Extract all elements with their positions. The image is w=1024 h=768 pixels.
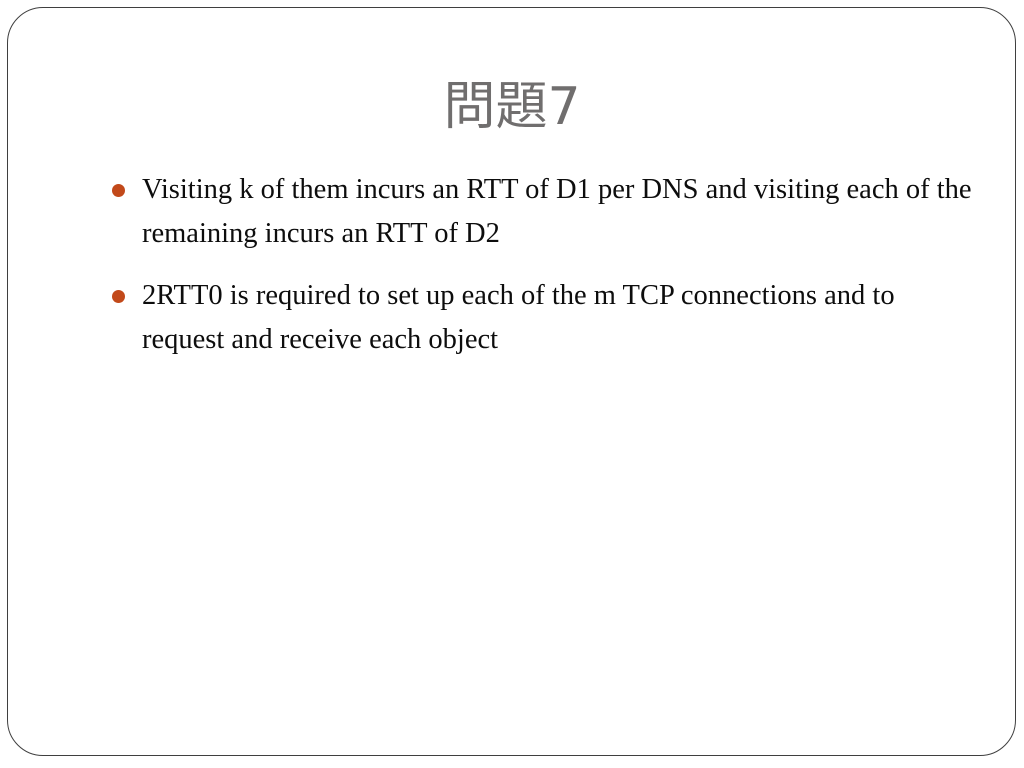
filled-circle-bullet-icon bbox=[112, 184, 125, 197]
list-item-label: 2RTT0 is required to set up each of the … bbox=[142, 280, 895, 355]
list-item-label: Visiting k of them incurs an RTT of D1 p… bbox=[142, 174, 972, 249]
page-title: 問題7 bbox=[443, 77, 581, 137]
filled-circle-bullet-icon bbox=[112, 290, 125, 303]
list-item: Visiting k of them incurs an RTT of D1 p… bbox=[104, 168, 984, 256]
slide-body-bullet-list: Visiting k of them incurs an RTT of D1 p… bbox=[104, 168, 984, 362]
list-item: 2RTT0 is required to set up each of the … bbox=[104, 274, 984, 362]
